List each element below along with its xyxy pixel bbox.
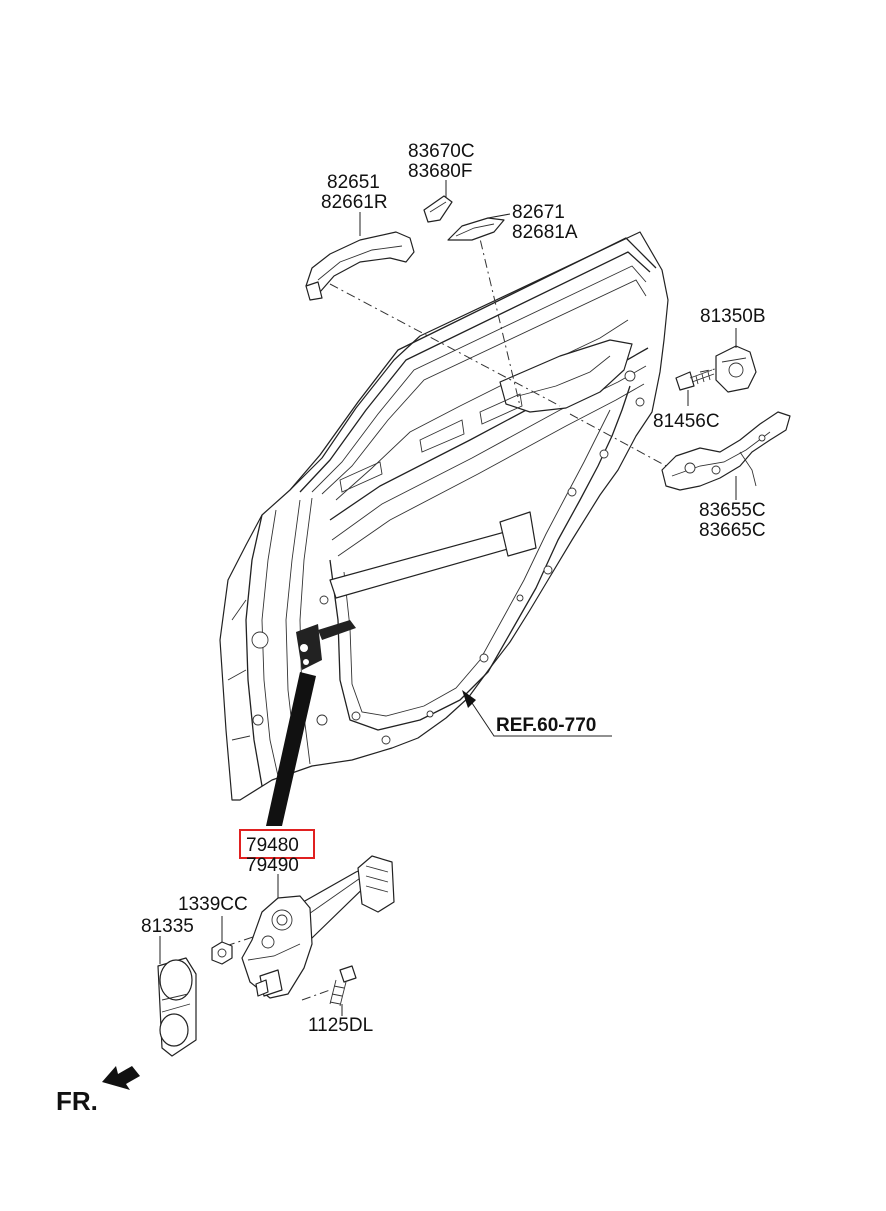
- front-arrow-icon: [102, 1066, 140, 1090]
- front-label: FR.: [56, 1086, 98, 1116]
- label-83655C: 83655C: [699, 500, 766, 521]
- checker-seal: [157, 957, 197, 1057]
- hex-nut: [211, 941, 233, 965]
- checker-leader-wedge: [266, 672, 316, 826]
- label-83665C: 83665C: [699, 520, 766, 541]
- label-1339CC: 1339CC: [178, 894, 248, 915]
- door-checker: [241, 855, 395, 999]
- label-81335: 81335: [141, 916, 194, 937]
- handle-bezel: [447, 217, 505, 241]
- assembly-lines: [225, 221, 721, 1001]
- label-82651: 82651: [327, 172, 380, 193]
- leader-82671: [487, 213, 511, 219]
- reference-pointer: [462, 690, 612, 737]
- label-82681A: 82681A: [512, 222, 578, 243]
- checker-bolt: [329, 965, 357, 1007]
- rear-door-panel: [219, 231, 669, 801]
- label-82671: 82671: [512, 202, 565, 223]
- striker-grommet: [715, 345, 757, 393]
- handle-cap: [423, 195, 453, 223]
- label-79480: 79480: [246, 835, 299, 856]
- outside-handle: [305, 231, 415, 301]
- label-83680F: 83680F: [408, 161, 472, 182]
- highlight-box-79480: [239, 829, 315, 859]
- label-79490: 79490: [246, 855, 299, 876]
- label-81350B: 81350B: [700, 306, 766, 327]
- label-83670C: 83670C: [408, 141, 475, 162]
- front-direction-indicator: FR.: [56, 1066, 140, 1116]
- label-1125DL: 1125DL: [308, 1015, 373, 1036]
- part-labels: 82651 82661R 83670C 83680F 82671 82681A …: [141, 141, 766, 1036]
- label-ref-60-770: REF.60-770: [496, 715, 596, 736]
- door-latch-assembly: [661, 411, 791, 491]
- label-82661R: 82661R: [321, 192, 388, 213]
- striker-screw: [675, 369, 715, 391]
- label-81456C: 81456C: [653, 411, 720, 432]
